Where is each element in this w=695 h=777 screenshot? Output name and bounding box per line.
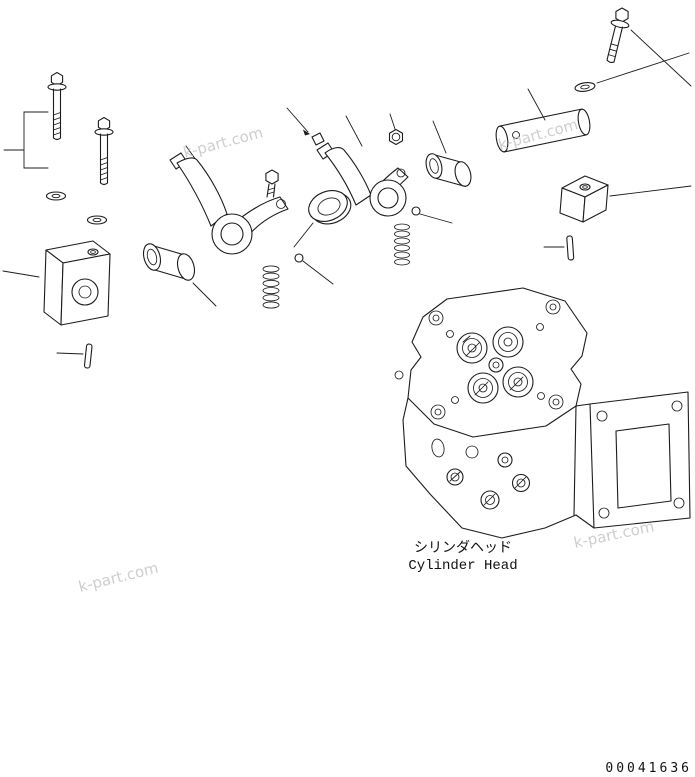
watermark: k-part.com [181,123,265,162]
exhaust-flange-opening [615,423,672,509]
head-bolt-bosses [428,299,564,420]
washer-b [86,215,108,225]
flange-bolt-c [606,7,630,63]
spring-center [394,223,410,266]
rocker-arm-left [169,152,289,255]
block-pin [566,235,575,261]
leader-lines [2,29,692,355]
washer-c [574,82,596,92]
wear-cap [311,132,325,146]
watermark: k-part.com [572,517,656,552]
bushing-left [142,243,196,281]
adjusting-screw-left [265,169,279,198]
valve-ports [456,326,534,404]
lock-nut [388,128,404,146]
caption-english: Cylinder Head [408,558,517,574]
bushing-center [425,153,472,188]
watermark: k-part.com [496,115,580,154]
shaft-mount-block [559,175,609,223]
drawing-number: 00041636 [605,761,692,776]
watermark: k-part.com [77,559,161,596]
rocker-shaft [495,108,591,153]
injector-bore [488,357,504,373]
front-face-ports [394,370,531,510]
flange-bolt-a [47,71,67,141]
arrowhead [303,129,310,136]
flange-bolt-b [94,116,114,186]
washer-a [45,191,67,201]
rocker-arm-center [316,142,409,217]
rocker-arm-mount [43,240,111,326]
check-ball-center [411,206,421,216]
cylinder-head [394,287,691,539]
caption-japanese: シリンダヘッド [414,540,512,557]
mount-pin [83,343,93,369]
check-ball-left [294,253,304,263]
ring-bushing [308,190,352,225]
spring-left [262,265,280,309]
